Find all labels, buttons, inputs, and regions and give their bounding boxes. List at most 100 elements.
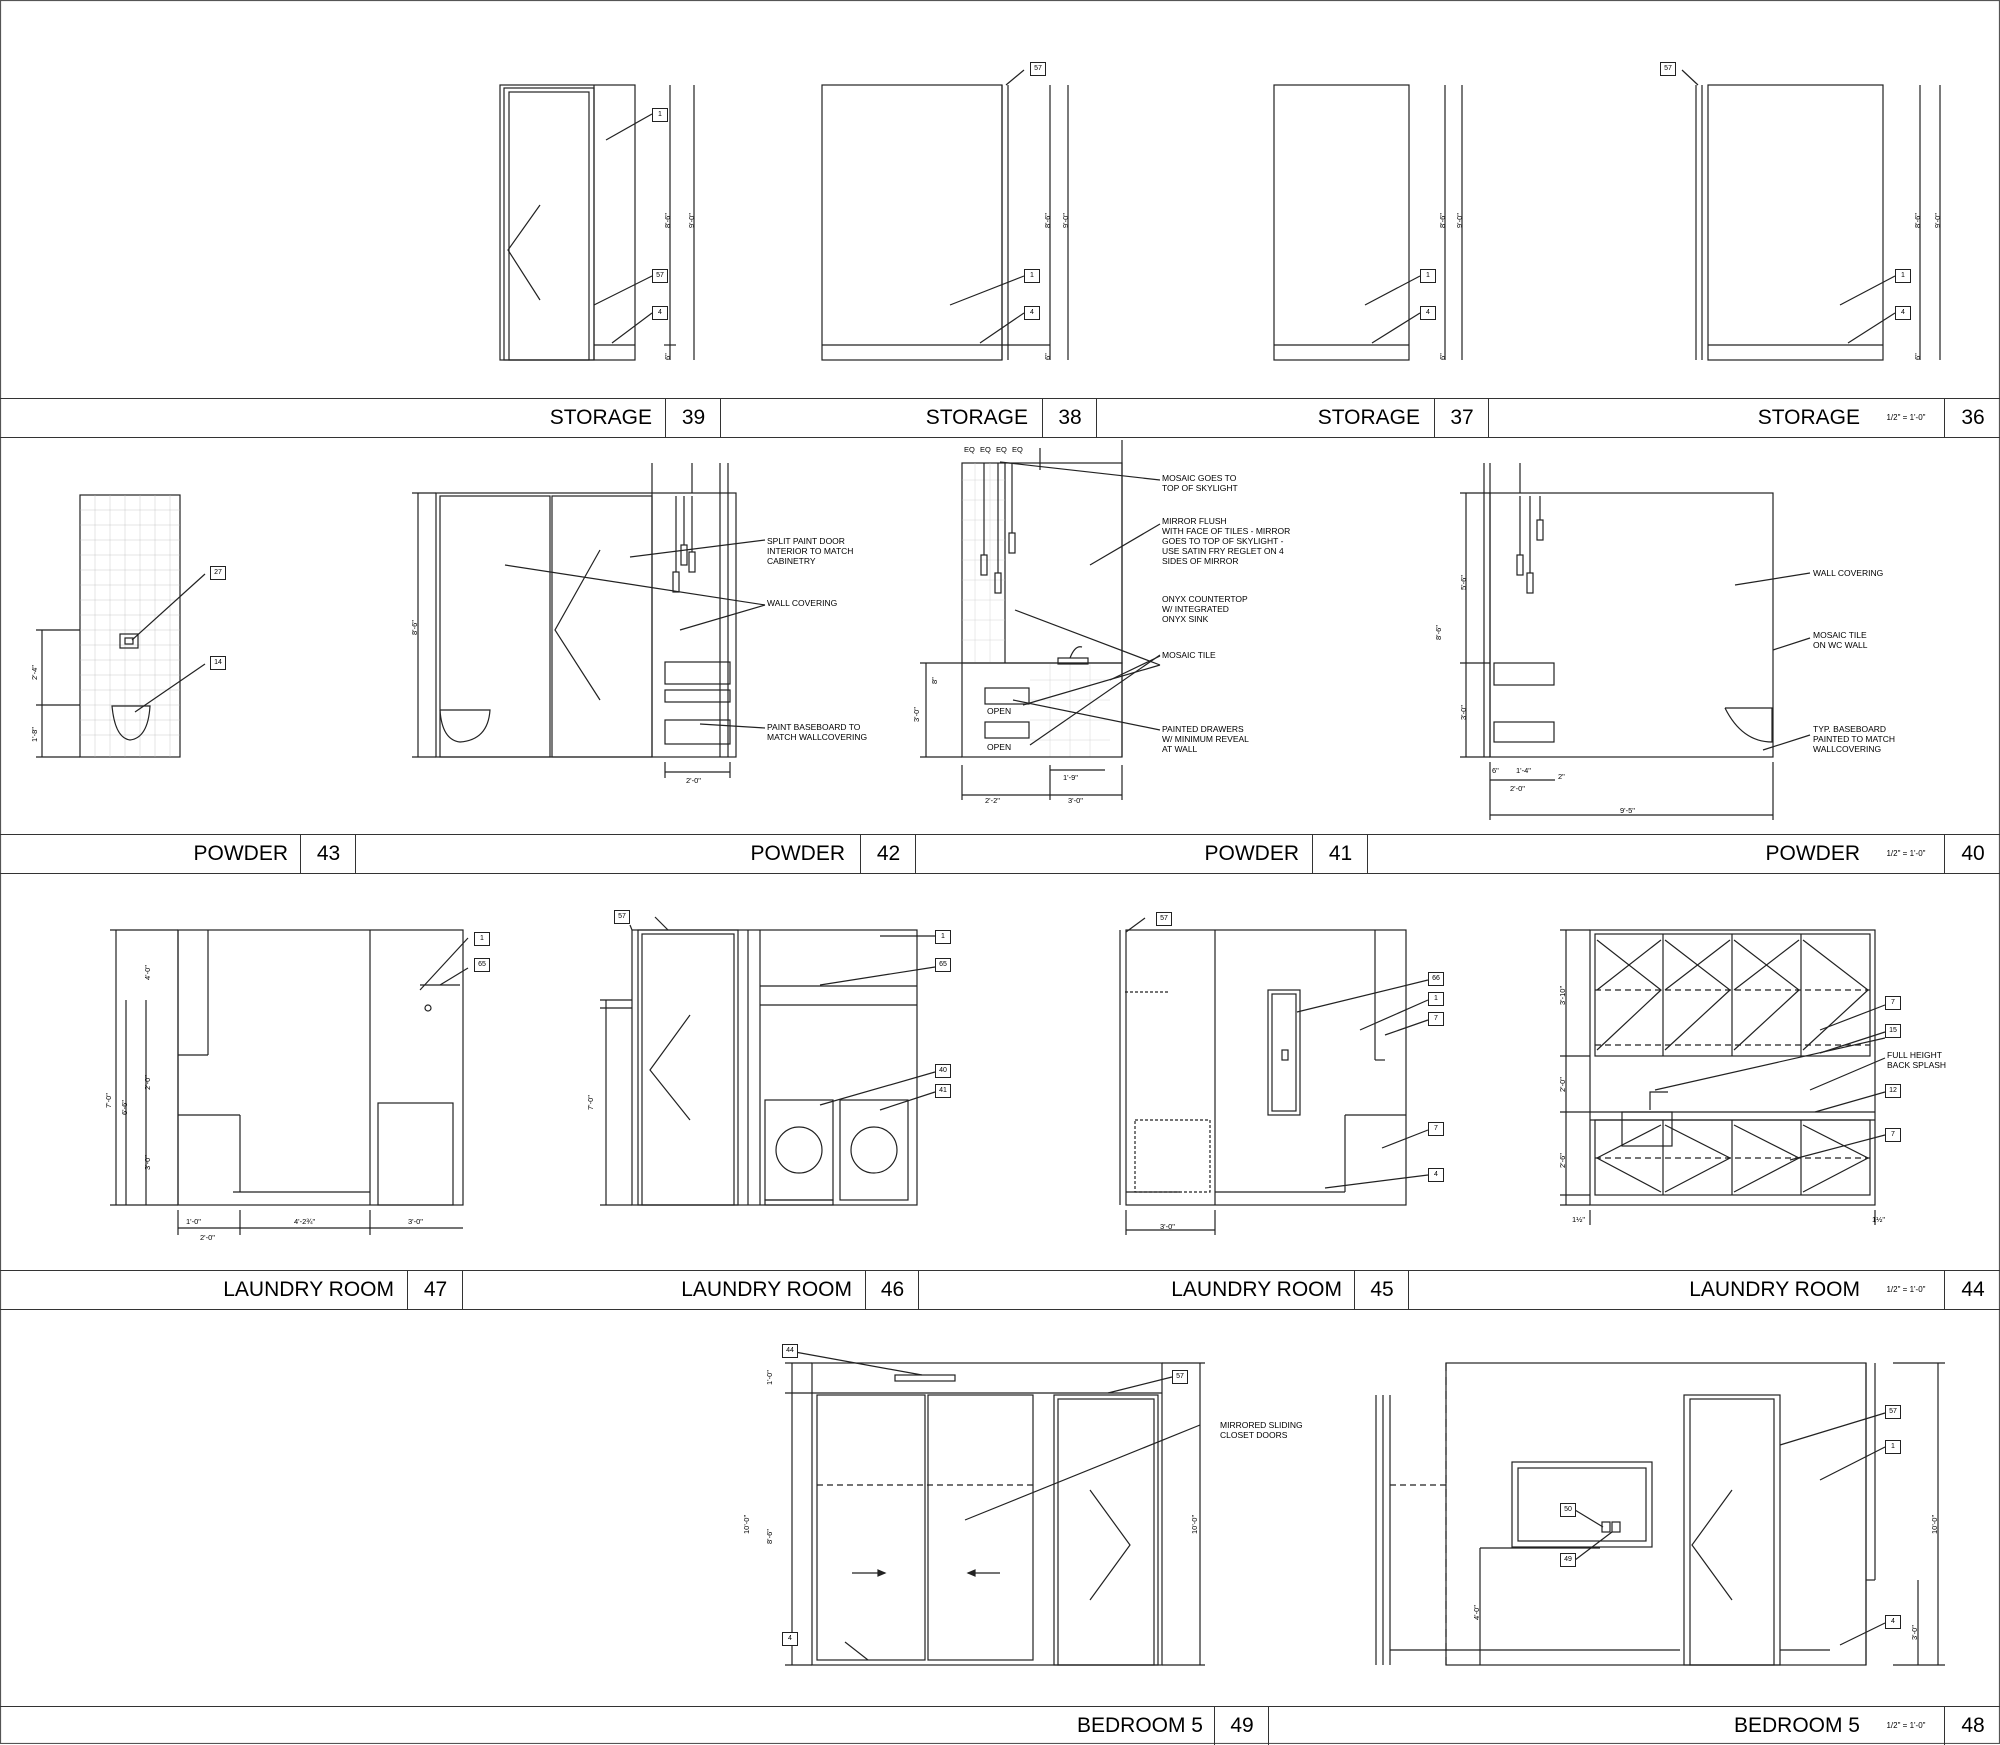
- dim-label: 1'-9": [1063, 773, 1078, 782]
- dim-label: 8": [930, 677, 939, 684]
- view-number: 47: [407, 1271, 463, 1309]
- elevation-bedroom-49: [785, 1351, 1205, 1666]
- dim-label: EQ: [1012, 445, 1023, 454]
- keynote-tag: 7: [1428, 1012, 1444, 1026]
- title-band-powder: POWDER 43 POWDER 42 POWDER 41 POWDER 1/2…: [0, 834, 2000, 874]
- keynote-tag: 1: [935, 930, 951, 944]
- keynote-tag: 1: [652, 108, 668, 122]
- keynote-tag: 44: [782, 1344, 798, 1358]
- note-onyx-countertop: ONYX COUNTERTOP W/ INTEGRATED ONYX SINK: [1162, 594, 1248, 624]
- dim-label: 9'-0": [1455, 213, 1464, 228]
- keynote-tag: 40: [935, 1064, 951, 1078]
- title-band-bedroom: BEDROOM 5 49 BEDROOM 5 1/2" = 1'-0" 48: [0, 1706, 2000, 1745]
- keynote-tag: 15: [1885, 1024, 1901, 1038]
- dim-label: 1'-0": [765, 1370, 774, 1385]
- dim-label: 8'-6": [1438, 213, 1447, 228]
- dim-label: 3'-10": [1558, 985, 1567, 1005]
- note-mosaic-skylight: MOSAIC GOES TO TOP OF SKYLIGHT: [1162, 473, 1238, 493]
- dim-label: 5'-6": [1459, 575, 1468, 590]
- view-cell-45: LAUNDRY ROOM 45: [918, 1271, 1409, 1309]
- dim-label: 8'-6": [663, 213, 672, 228]
- view-title: STORAGE: [1757, 406, 1860, 429]
- keynote-tag: 49: [1560, 1553, 1576, 1567]
- dim-label: 9'-5": [1620, 806, 1635, 815]
- elevation-powder-42: [412, 463, 766, 778]
- dim-label: 6": [663, 353, 672, 360]
- elevation-powder-41: [920, 440, 1161, 800]
- keynote-tag: 4: [1428, 1168, 1444, 1182]
- keynote-tag: 57: [1172, 1370, 1188, 1384]
- keynote-tag: 41: [935, 1084, 951, 1098]
- dim-label: 3'-0": [1910, 1625, 1919, 1640]
- view-title: POWDER: [193, 842, 289, 865]
- title-band-laundry: LAUNDRY ROOM 47 LAUNDRY ROOM 46 LAUNDRY …: [0, 1270, 2000, 1310]
- keynote-tag: 57: [652, 269, 668, 283]
- dim-label: 6": [1913, 353, 1922, 360]
- view-number: 44: [1944, 1271, 2000, 1309]
- keynote-tag: 14: [210, 656, 226, 670]
- elevation-storage-36: [1681, 69, 1941, 361]
- title-band-storage: STORAGE 39 STORAGE 38 STORAGE 37 STORAGE…: [0, 398, 2000, 438]
- view-cell-47: LAUNDRY ROOM 47: [0, 1271, 463, 1309]
- keynote-tag: 4: [1024, 306, 1040, 320]
- dim-label: EQ: [980, 445, 991, 454]
- dim-label: 7'-0": [586, 1095, 595, 1110]
- scale-label: 1/2" = 1'-0": [1886, 1285, 1926, 1294]
- dim-label: 3'-0": [1160, 1222, 1175, 1231]
- dim-label: 2'-0": [200, 1233, 215, 1242]
- keynote-tag: 57: [614, 910, 630, 924]
- view-number: 40: [1944, 835, 2000, 873]
- note-wall-covering-40: WALL COVERING: [1813, 568, 1884, 578]
- dim-label: 1'-4": [1516, 766, 1531, 775]
- dim-label: 1'-0": [186, 1217, 201, 1226]
- keynote-tag: 57: [1030, 62, 1046, 76]
- keynote-tag: 7: [1885, 996, 1901, 1010]
- dim-label: 8'-6": [410, 620, 419, 635]
- view-number: 38: [1042, 399, 1097, 437]
- keynote-tag: 1: [1420, 269, 1436, 283]
- view-title: LAUNDRY ROOM: [1171, 1278, 1342, 1301]
- keynote-tag: 50: [1560, 1503, 1576, 1517]
- dim-label: 10'-0": [1190, 1514, 1199, 1534]
- view-title: BEDROOM 5: [1076, 1714, 1203, 1737]
- view-number: 42: [860, 835, 916, 873]
- note-mirror-flush: MIRROR FLUSH WITH FACE OF TILES - MIRROR…: [1162, 516, 1291, 566]
- view-title: STORAGE: [925, 406, 1028, 429]
- view-number: 41: [1312, 835, 1368, 873]
- note-mirrored-sliding: MIRRORED SLIDING CLOSET DOORS: [1220, 1420, 1303, 1440]
- dim-label: 4'-2¾": [294, 1217, 316, 1226]
- elevation-storage-38: [821, 69, 1069, 361]
- keynote-tag: 57: [1660, 62, 1676, 76]
- view-cell-43: POWDER 43: [0, 835, 356, 873]
- view-title: LAUNDRY ROOM: [1689, 1278, 1860, 1301]
- label-open: OPEN: [987, 706, 1012, 716]
- dim-label: 1'-8": [30, 727, 39, 742]
- keynote-tag: 1: [1428, 992, 1444, 1006]
- keynote-tag: 7: [1885, 1128, 1901, 1142]
- dim-label: 10'-0": [1930, 1514, 1939, 1534]
- dim-label: 2'-6": [1558, 1153, 1567, 1168]
- elevation-storage-39: [499, 84, 695, 361]
- keynote-tag: 57: [1885, 1405, 1901, 1419]
- keynote-tag: 66: [1428, 972, 1444, 986]
- elevation-laundry-46: [600, 916, 936, 1206]
- view-number: 46: [865, 1271, 919, 1309]
- dim-label: 8'-6": [1043, 213, 1052, 228]
- keynote-tag: 12: [1885, 1084, 1901, 1098]
- dim-label: 6": [1438, 353, 1447, 360]
- view-title: STORAGE: [1317, 406, 1420, 429]
- label-open: OPEN: [987, 742, 1012, 752]
- keynote-tag: 4: [652, 306, 668, 320]
- view-title: POWDER: [1204, 842, 1300, 865]
- dim-label: 2'-0": [1558, 1077, 1567, 1092]
- dim-label: 6": [1043, 353, 1052, 360]
- keynote-tag: 1: [474, 932, 490, 946]
- scale-label: 1/2" = 1'-0": [1886, 413, 1926, 422]
- dim-label: 2'-4": [30, 665, 39, 680]
- view-cell-49: BEDROOM 5 49: [0, 1707, 1269, 1745]
- view-cell-39: STORAGE 39: [0, 399, 721, 437]
- elevation-powder-43: [36, 494, 206, 758]
- dim-label: 4'-0": [143, 965, 152, 980]
- elevation-laundry-47: [110, 929, 469, 1235]
- elevation-bedroom-48: [1375, 1362, 1945, 1666]
